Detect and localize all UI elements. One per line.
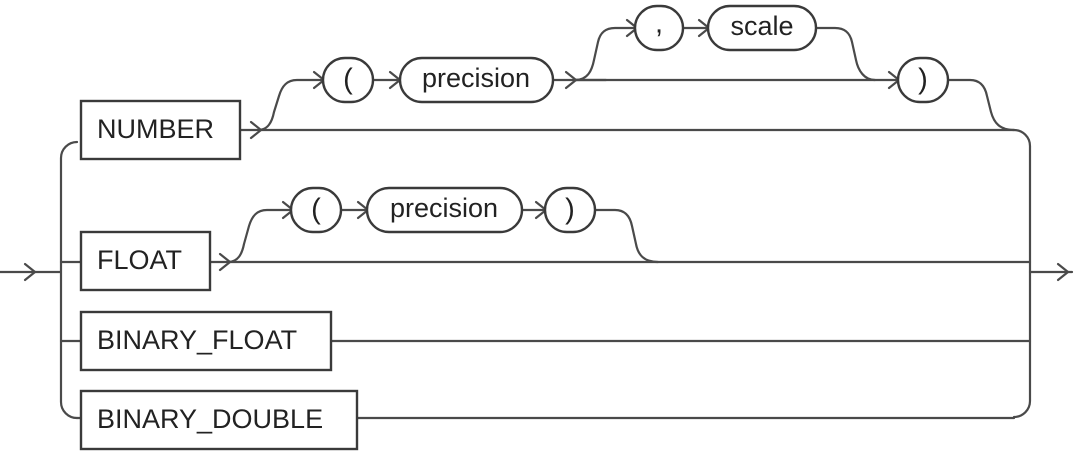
number-close-paren-pill	[896, 56, 950, 104]
number-precision-node: precision	[398, 56, 555, 104]
float-open-paren: (	[311, 194, 321, 226]
number-comma-node: ,	[633, 4, 685, 52]
number-keyword: NUMBER	[97, 114, 214, 144]
number-open-paren-pill	[321, 56, 375, 104]
number-scale-node: scale	[706, 4, 818, 52]
number-comma-pill	[633, 4, 685, 52]
number-scale-pill	[706, 4, 818, 52]
binary-float-keyword: BINARY_FLOAT	[97, 325, 297, 355]
binary-float-node: BINARY_FLOAT	[79, 310, 333, 372]
left-rail	[59, 140, 79, 420]
float-precision-node: precision	[365, 186, 524, 234]
right-rail	[1012, 128, 1032, 419]
binary-double-keyword: BINARY_DOUBLE	[97, 404, 323, 434]
number-open-paren-node: (	[321, 56, 375, 104]
float-close-paren-pill	[543, 186, 597, 234]
number-after-precision-arrow-icon	[564, 70, 578, 90]
number-close-paren-node: )	[896, 56, 950, 104]
number-comma: ,	[655, 8, 663, 40]
binary-double-keyword-box	[79, 389, 359, 451]
float-open-paren-pill	[289, 186, 343, 234]
diagram-tracks	[0, 26, 1074, 420]
float-keyword-box	[79, 230, 212, 292]
number-arrow-icon	[249, 120, 263, 140]
float-close-paren-node: )	[543, 186, 597, 234]
number-precision: precision	[422, 63, 530, 93]
float-upper-loop	[226, 208, 293, 264]
number-close-paren: )	[918, 64, 928, 96]
entry-arrow-icon	[23, 262, 37, 282]
float-precision-pill	[365, 186, 524, 234]
number-optional-scale-up	[573, 26, 637, 82]
number-scale: scale	[730, 11, 793, 41]
float-precision: precision	[390, 193, 498, 223]
float-keyword: FLOAT	[97, 245, 182, 275]
number-upper-loop	[256, 78, 325, 132]
number-precision-pill	[398, 56, 555, 104]
binary-double-node: BINARY_DOUBLE	[79, 389, 359, 451]
number-optional-scale-down	[814, 26, 877, 82]
number-lower-return	[946, 78, 1016, 132]
number-node: NUMBER	[79, 99, 242, 161]
float-node: FLOAT	[79, 230, 212, 292]
float-close-paren: )	[565, 194, 575, 226]
binary-float-keyword-box	[79, 310, 333, 372]
float-arrow-icon	[218, 252, 232, 272]
number-keyword-box	[79, 99, 242, 161]
float-open-paren-node: (	[289, 186, 343, 234]
exit-arrow-icon	[1056, 262, 1070, 282]
number-open-paren: (	[343, 64, 353, 96]
float-upper-return	[593, 208, 660, 264]
